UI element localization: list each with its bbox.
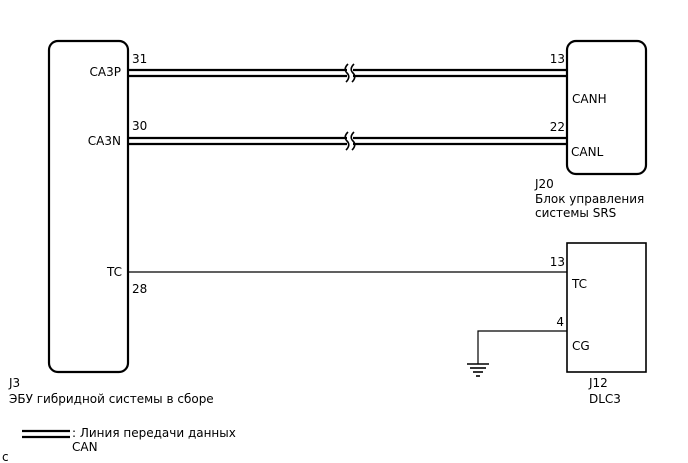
j20-code: J20	[534, 177, 554, 191]
j20-ecu-box	[565, 39, 648, 176]
j12-code: J12	[588, 376, 608, 390]
cg-ground-wire	[477, 330, 567, 364]
j20-pin-canh-number: 13	[550, 52, 565, 66]
j20-pin-canl-label: CANL	[571, 145, 604, 159]
can-low-wire	[128, 131, 567, 151]
j20-pin-canh-label: CANH	[572, 92, 607, 106]
j12-name: DLC3	[589, 392, 621, 406]
corner-mark: c	[2, 450, 9, 463]
j12-pin-cg-number: 4	[556, 315, 564, 329]
wire-break-symbol	[344, 63, 350, 83]
j3-code: J3	[8, 376, 20, 390]
j3-name: ЭБУ гибридной системы в сборе	[9, 392, 214, 406]
j3-pin-tc-number: 28	[132, 282, 147, 296]
j12-dlc3-box	[566, 242, 647, 373]
j3-pin-ca3p-label: CA3P	[90, 65, 121, 79]
legend-text-line1: : Линия передачи данных	[72, 426, 236, 440]
j20-pin-canl-number: 22	[550, 120, 565, 134]
legend-text-line2: CAN	[72, 440, 98, 454]
j12-pin-cg-label: CG	[572, 339, 590, 353]
wire-break-symbol	[344, 131, 350, 151]
j12-pin-tc-label: TC	[571, 277, 587, 291]
j20-name-line2: системы SRS	[535, 206, 616, 220]
j12-pin-tc-number: 13	[550, 255, 565, 269]
legend: : Линия передачи данных CAN	[22, 426, 236, 454]
j3-pin-ca3p-number: 31	[132, 52, 147, 66]
j20-name-line1: Блок управления	[535, 192, 644, 206]
j3-pin-ca3n-label: CA3N	[88, 134, 121, 148]
j3-pin-ca3n-number: 30	[132, 119, 147, 133]
ground-icon	[467, 363, 489, 377]
j3-pin-tc-label: TC	[106, 265, 122, 279]
can-high-wire	[128, 63, 567, 83]
j3-ecu-box	[47, 39, 130, 374]
